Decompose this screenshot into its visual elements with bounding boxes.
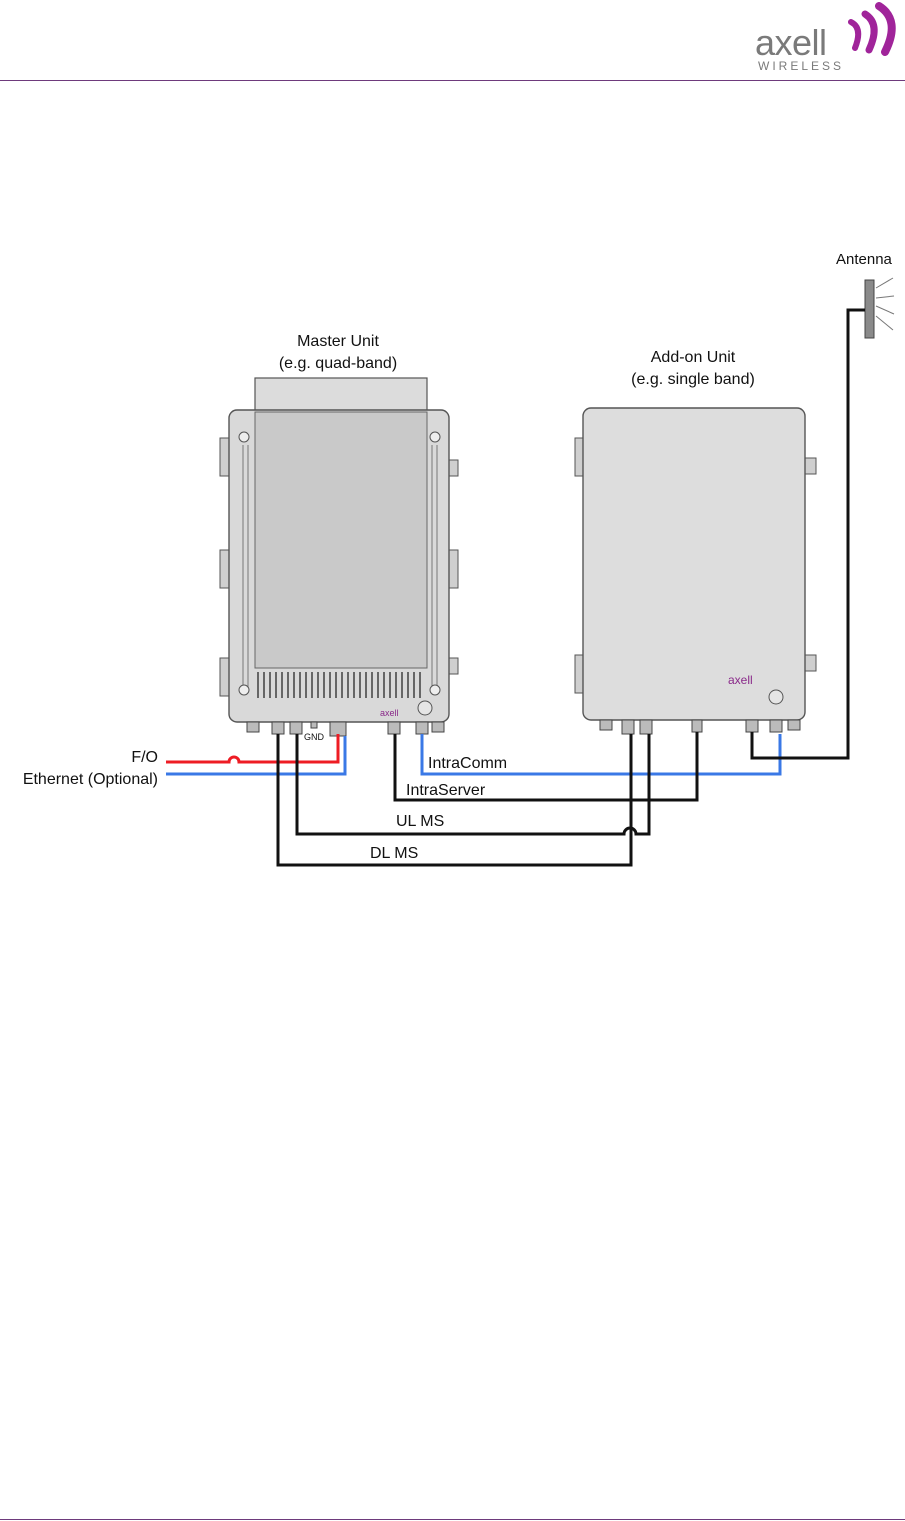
intracomm-label: IntraComm bbox=[428, 755, 507, 772]
addon-unit-title: Add-on Unit bbox=[651, 349, 736, 366]
antenna-wave-icon bbox=[876, 316, 893, 330]
antenna-wave-icon bbox=[876, 306, 894, 314]
power-icon bbox=[769, 690, 783, 704]
antenna: Antenna bbox=[836, 251, 894, 338]
intraserver-label: IntraServer bbox=[406, 782, 486, 799]
antenna-wave-icon bbox=[876, 278, 893, 288]
master-unit-title: Master Unit bbox=[297, 333, 379, 350]
master-connectors bbox=[247, 722, 444, 736]
master-unit: Master Unit (e.g. quad-band) bbox=[220, 333, 458, 742]
antenna-body bbox=[865, 280, 874, 338]
addon-unit-logo: axell bbox=[728, 673, 753, 687]
ethernet-label: Ethernet (Optional) bbox=[23, 771, 158, 788]
footer-divider bbox=[0, 1519, 905, 1520]
ul-ms-label: UL MS bbox=[396, 813, 444, 830]
fo-label: F/O bbox=[131, 749, 158, 766]
antenna-wave-icon bbox=[876, 296, 894, 298]
power-icon bbox=[418, 701, 432, 715]
gnd-label: GND bbox=[304, 732, 325, 742]
antenna-label: Antenna bbox=[836, 251, 893, 268]
addon-connectors bbox=[600, 720, 800, 734]
master-unit-logo: axell bbox=[380, 708, 399, 718]
master-unit-subtitle: (e.g. quad-band) bbox=[279, 355, 397, 372]
addon-unit-subtitle: (e.g. single band) bbox=[631, 371, 755, 388]
addon-unit: Add-on Unit (e.g. single band) axell bbox=[575, 349, 816, 734]
dl-ms-label: DL MS bbox=[370, 845, 418, 862]
